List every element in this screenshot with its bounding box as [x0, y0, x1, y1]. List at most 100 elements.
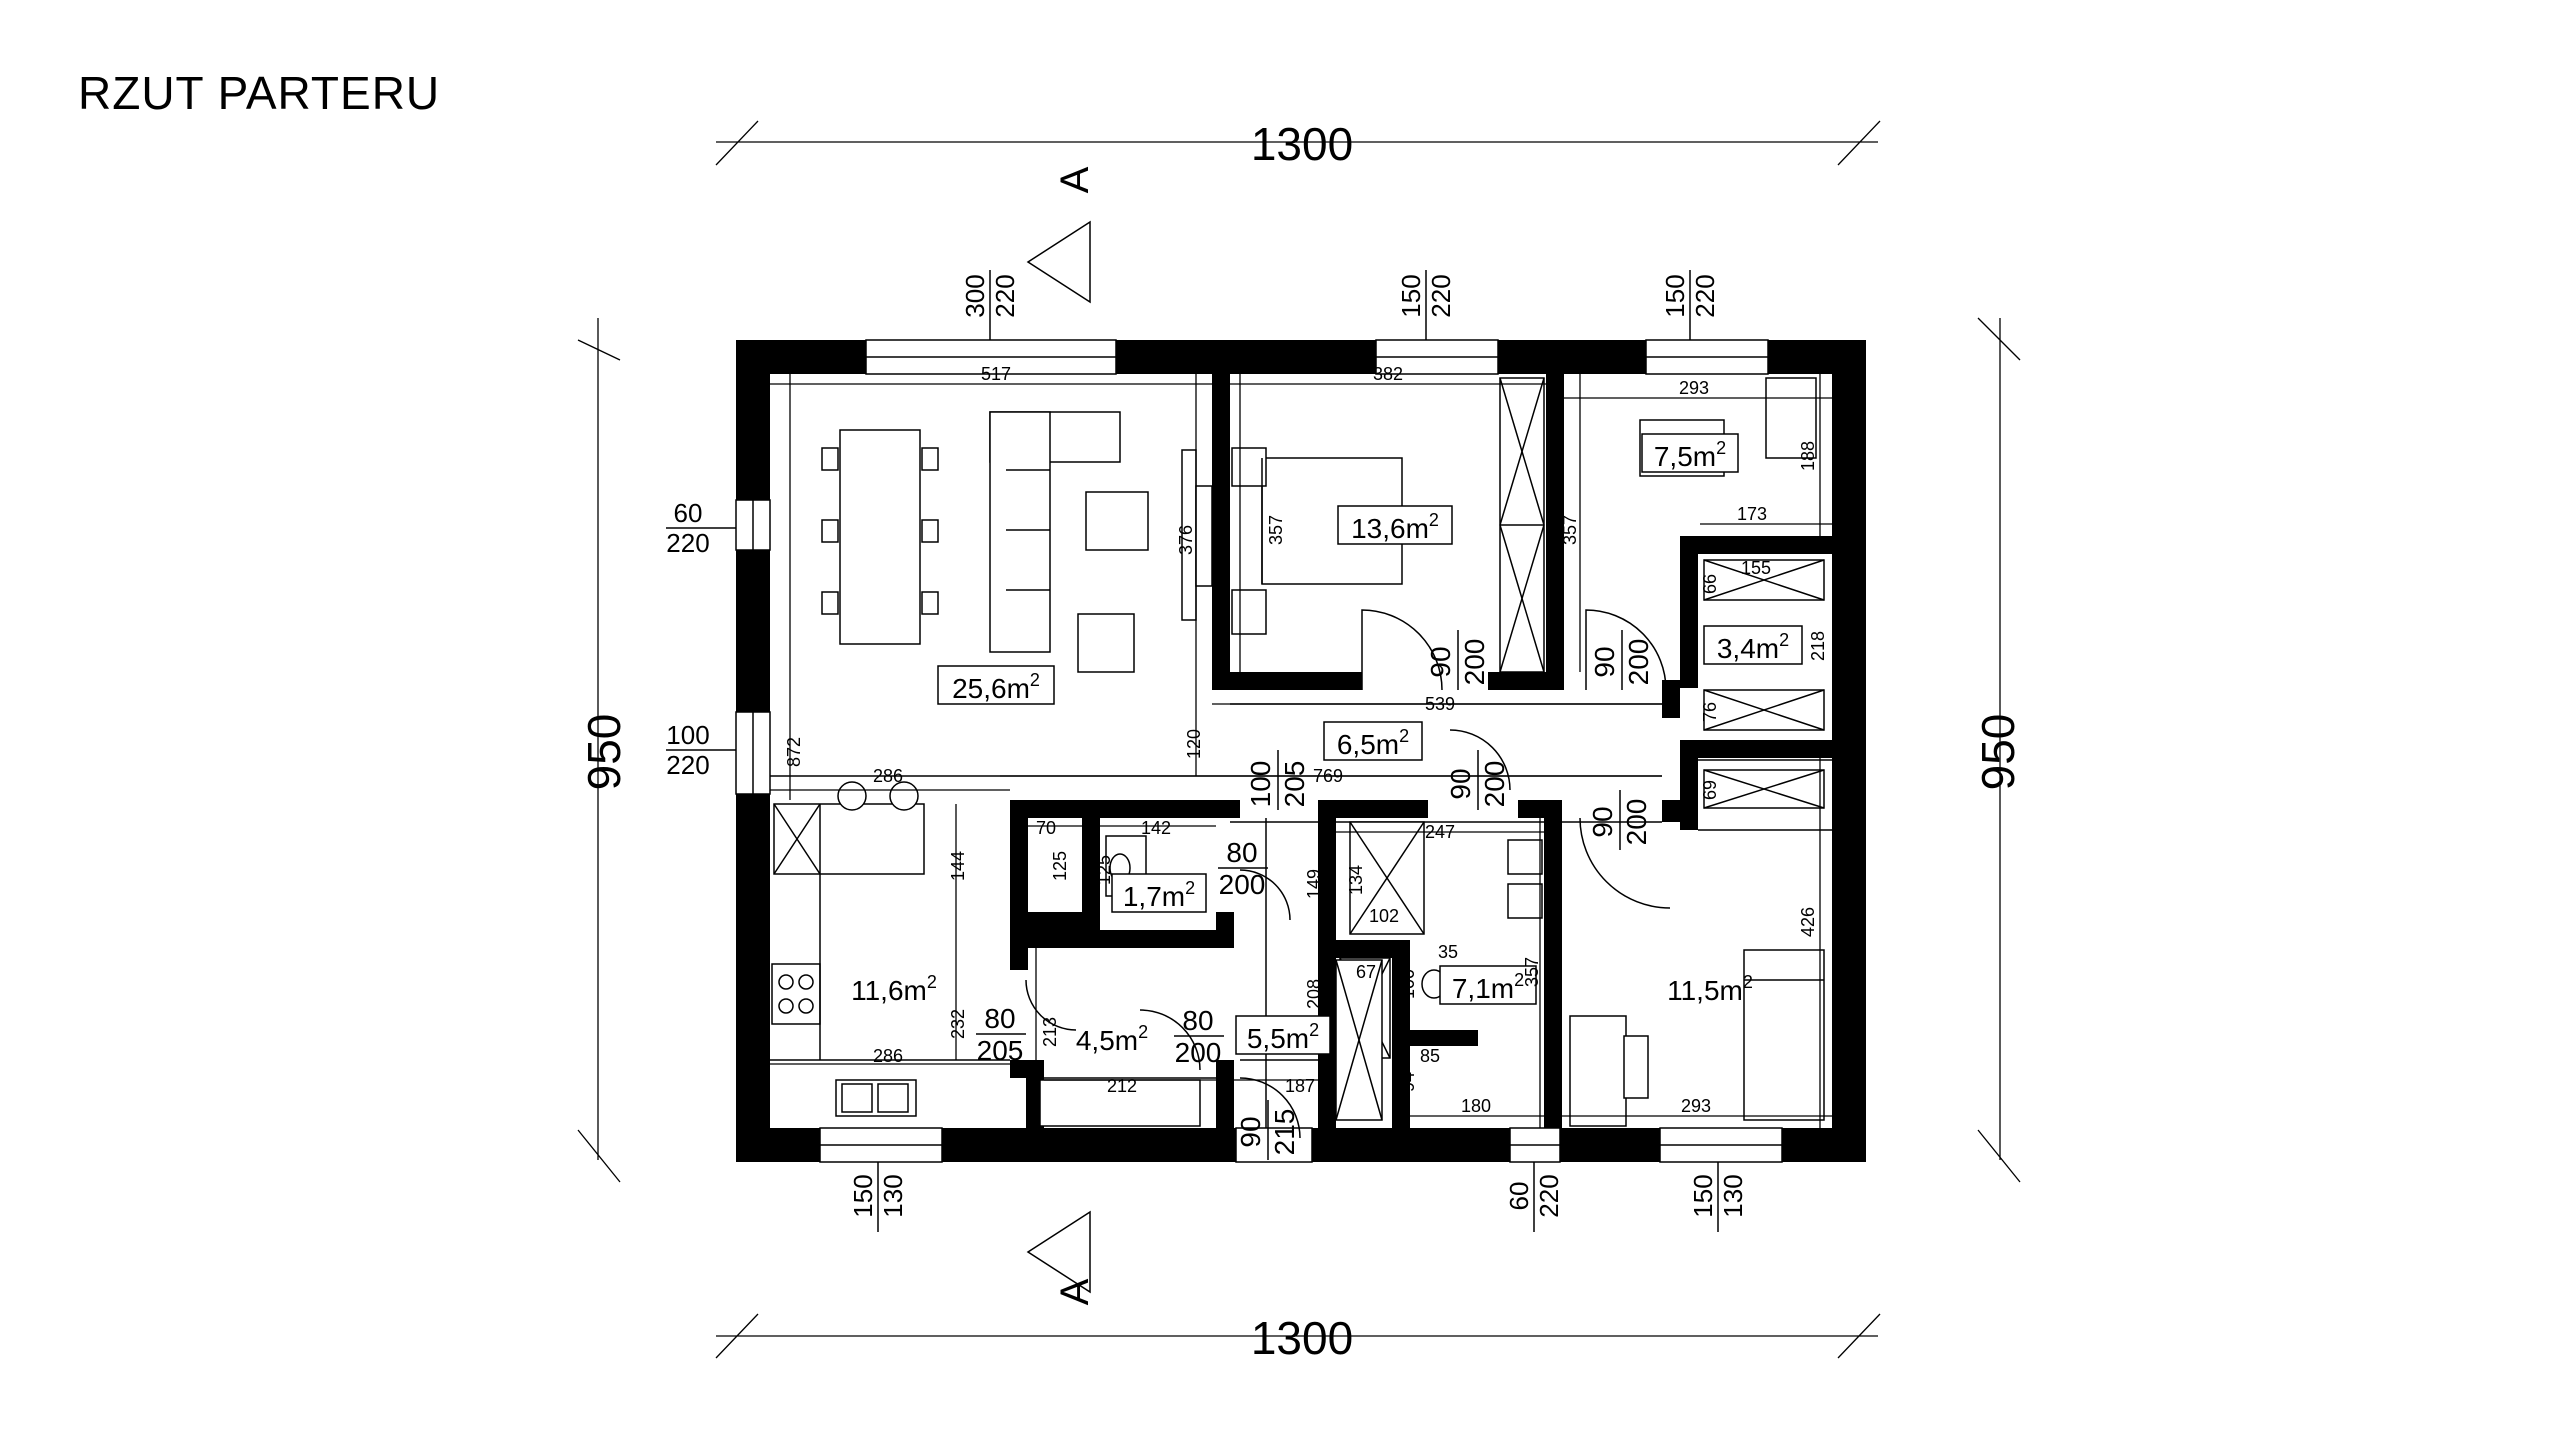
dim-bed1-w: 382	[1373, 364, 1403, 384]
dim-closet-h2: 357	[1560, 515, 1580, 545]
dim-bath-f: 85	[1420, 1046, 1440, 1066]
door-bed1-b: 200	[1459, 639, 1490, 686]
dim-closet-w: 293	[1679, 378, 1709, 398]
dim-living-h: 376	[1176, 525, 1196, 555]
win-bottom-2-a: 60	[1504, 1182, 1534, 1211]
section-mark-top-label: A	[1053, 166, 1097, 193]
windows	[735, 339, 1783, 1163]
door-kitchen-b: 205	[977, 1035, 1024, 1066]
win-top-3-b: 220	[1690, 274, 1720, 317]
overall-dimensions: 1300 1300 950 950	[577, 118, 2024, 1364]
dim-bath-b: 102	[1369, 906, 1399, 926]
dim-bath-e: 100	[1398, 969, 1418, 999]
door-closet-b: 200	[1623, 639, 1654, 686]
dim-closet-h: 188	[1798, 441, 1818, 471]
door-hall-bath-a: 90	[1445, 768, 1476, 799]
door-bed2-a: 90	[1587, 806, 1618, 837]
room-wc-area: 1,7m2	[1123, 878, 1195, 912]
door-hall-top-a: 100	[1245, 761, 1276, 808]
door-entry-a: 90	[1235, 1116, 1266, 1147]
dim-closet-w2: 173	[1737, 504, 1767, 524]
dim-bed2-w: 293	[1681, 1096, 1711, 1116]
room-utility-area: 4,5m2	[1076, 1022, 1148, 1056]
win-left-2-a: 100	[666, 720, 709, 750]
win-left-2-b: 220	[666, 750, 709, 780]
interior-dimensions: 517 382 293 188 173 357 357 376 872 120 …	[770, 364, 1832, 1128]
dim-kitchen-h2: 232	[948, 1009, 968, 1039]
room-bedroom-1-area: 13,6m2	[1351, 510, 1439, 544]
dim-bed2-h: 426	[1798, 907, 1818, 937]
room-bathroom-area: 7,1m2	[1452, 970, 1524, 1004]
dim-util-h: 213	[1040, 1017, 1060, 1047]
door-wc-a: 80	[1226, 837, 1257, 868]
height-right-label: 950	[1972, 714, 2024, 791]
dim-storage-w: 155	[1741, 558, 1771, 578]
door-hall-top-b: 205	[1279, 761, 1310, 808]
win-top-3-a: 150	[1660, 274, 1690, 317]
door-bed2-b: 200	[1621, 799, 1652, 846]
section-mark-bottom: A	[1026, 1210, 1097, 1305]
door-utility-a: 80	[1182, 1005, 1213, 1036]
dim-wc-a: 70	[1036, 818, 1056, 838]
win-bottom-3-b: 130	[1718, 1174, 1748, 1217]
win-top-2-a: 150	[1396, 274, 1426, 317]
dim-storage-b: 76	[1700, 702, 1720, 722]
door-kitchen-a: 80	[984, 1003, 1015, 1034]
dim-kitchen-w: 286	[873, 766, 903, 786]
height-left-label: 950	[578, 714, 630, 791]
dim-storage-h: 218	[1808, 631, 1828, 661]
room-hall-area: 6,5m2	[1337, 726, 1409, 760]
dim-hall-w: 539	[1425, 694, 1455, 714]
door-bed1-a: 90	[1425, 646, 1456, 677]
dim-bath-i: 180	[1461, 1096, 1491, 1116]
dim-bath-a: 134	[1346, 865, 1366, 895]
dim-storage-c: 69	[1700, 780, 1720, 800]
dim-bath-h: 357	[1522, 957, 1542, 987]
room-living-area: 25,6m2	[952, 670, 1040, 704]
dim-kitchen-h: 144	[948, 851, 968, 881]
door-hall-bath-b: 200	[1479, 761, 1510, 808]
room-kitchen-area: 11,6m2	[851, 972, 937, 1006]
dim-bed1-h: 357	[1266, 515, 1286, 545]
dim-entry-h: 149	[1304, 869, 1324, 899]
dim-util-w: 212	[1107, 1076, 1137, 1096]
dim-entry-w: 187	[1285, 1076, 1315, 1096]
section-mark-top: A	[1026, 166, 1097, 304]
room-storage-area: 3,4m2	[1717, 630, 1789, 664]
room-bedroom-2-area: 11,5m2	[1667, 972, 1753, 1006]
dim-bath-c: 67	[1356, 962, 1376, 982]
win-top-2-b: 220	[1426, 274, 1456, 317]
win-top-1-a: 300	[960, 274, 990, 317]
dim-kitchen-w2: 286	[873, 1046, 903, 1066]
door-entry-b: 215	[1269, 1109, 1300, 1156]
dim-bath-g: 94	[1398, 1072, 1418, 1092]
win-left-1-b: 220	[666, 528, 709, 558]
win-top-1-b: 220	[990, 274, 1020, 317]
dim-bath-w: 247	[1425, 822, 1455, 842]
win-bottom-3-a: 150	[1688, 1174, 1718, 1217]
win-bottom-1-b: 130	[878, 1174, 908, 1217]
room-entry-area: 5,5m2	[1247, 1020, 1319, 1054]
dim-hall-h: 120	[1184, 729, 1204, 759]
door-wc-b: 200	[1219, 869, 1266, 900]
door-swings	[1025, 609, 1671, 1139]
width-bottom-label: 1300	[1251, 1312, 1353, 1364]
door-utility-b: 200	[1175, 1037, 1222, 1068]
opening-labels: 300 220 150 220 150 220 60 220 100 220 1…	[666, 270, 1748, 1232]
dim-wc-w: 142	[1141, 818, 1171, 838]
door-closet-a: 90	[1589, 646, 1620, 677]
width-top-label: 1300	[1251, 118, 1353, 170]
win-bottom-2-b: 220	[1534, 1174, 1564, 1217]
dim-kitchen-h1: 872	[784, 737, 804, 767]
win-left-1-a: 60	[674, 498, 703, 528]
dim-entry-h2: 208	[1304, 979, 1324, 1009]
room-closet-area: 7,5m2	[1654, 438, 1726, 472]
dim-storage-a: 66	[1700, 574, 1720, 594]
section-mark-bottom-label: A	[1053, 1278, 1097, 1305]
dim-wc-b: 125	[1050, 851, 1070, 881]
dim-bath-d: 35	[1438, 942, 1458, 962]
dim-wc-h: 125	[1094, 855, 1114, 885]
page-title: RZUT PARTERU	[78, 67, 441, 119]
furniture	[771, 377, 1825, 1127]
